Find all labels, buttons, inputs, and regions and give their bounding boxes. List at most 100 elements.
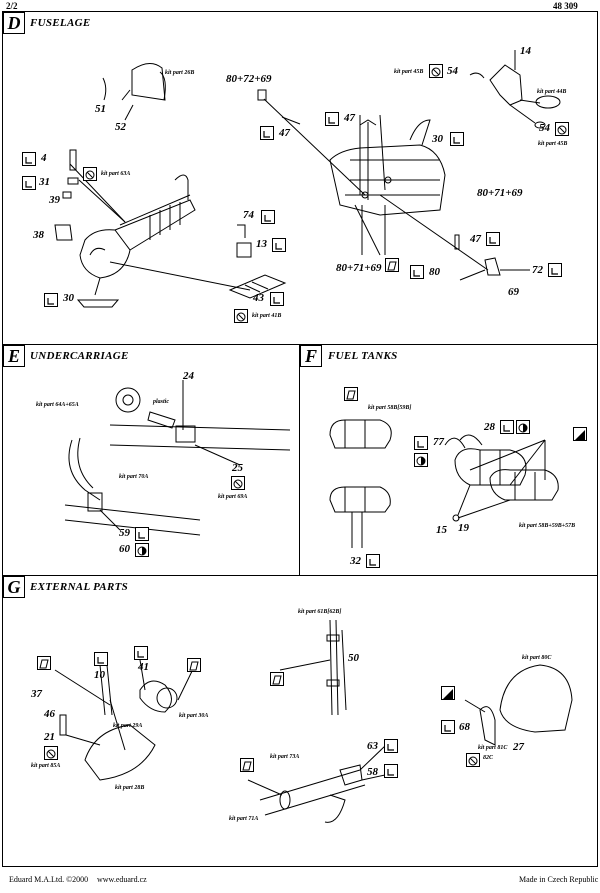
kit-part-label: kit part 29A <box>113 723 143 729</box>
acetate-film-icon <box>344 387 358 401</box>
kit-part-label: 82C <box>483 755 494 761</box>
bend-arrow-icon <box>450 132 464 146</box>
bend-arrow-icon <box>500 420 514 434</box>
kit-part-label: kit part 64A+65A <box>36 402 79 408</box>
page-number: 2/2 <box>6 1 18 11</box>
part-number: 47 <box>470 233 481 245</box>
part-number: 74 <box>243 209 254 221</box>
bend-arrow-icon <box>135 527 149 541</box>
section-e-letter: E <box>3 345 25 367</box>
part-number: 80+71+69 <box>477 187 523 199</box>
part-number: 80 <box>429 266 440 278</box>
kit-part-label: kit part 45B <box>394 69 424 75</box>
kit-part-label: kit part 30A <box>179 713 209 719</box>
part-number: 43 <box>253 292 264 304</box>
part-number: 30 <box>432 133 443 145</box>
shaded-triangle-icon <box>573 427 587 441</box>
bend-arrow-icon <box>366 554 380 568</box>
part-number: 72 <box>532 264 543 276</box>
part-number: 38 <box>33 229 44 241</box>
section-f-title: FUEL TANKS <box>328 350 398 362</box>
kit-part-label: kit part 58B+59B+57B <box>519 523 576 529</box>
kit-part-label: kit part 73A <box>270 754 300 760</box>
part-number: 77 <box>433 436 444 448</box>
part-number: 4 <box>41 152 47 164</box>
part-number: 50 <box>348 652 359 664</box>
section-g-frame <box>2 575 598 867</box>
part-number: 68 <box>459 721 470 733</box>
acetate-film-icon <box>187 658 201 672</box>
remove-plastic-icon <box>231 476 245 490</box>
part-number: 80+72+69 <box>226 73 272 85</box>
part-number: 19 <box>458 522 469 534</box>
kit-part-label: kit part 58B[59B] <box>368 405 412 411</box>
kit-part-label: kit part 61B[62B] <box>298 609 342 615</box>
kit-part-label: kit part 41B <box>252 313 282 319</box>
remove-plastic-icon <box>429 64 443 78</box>
footer-made-in: Made in Czech Republic <box>519 875 599 884</box>
kit-part-label: kit part 26B <box>165 70 195 76</box>
remove-plastic-icon <box>44 746 58 760</box>
section-g-title: EXTERNAL PARTS <box>30 581 129 593</box>
remove-plastic-icon <box>466 753 480 767</box>
bend-arrow-icon <box>486 232 500 246</box>
part-number: 51 <box>95 103 106 115</box>
part-number: 30 <box>63 292 74 304</box>
part-number: 47 <box>279 127 290 139</box>
part-number: 25 <box>232 462 243 474</box>
part-number: 10 <box>94 669 105 681</box>
remove-plastic-icon <box>555 122 569 136</box>
kit-part-label: kit part 80C <box>522 655 552 661</box>
shaded-triangle-icon <box>441 686 455 700</box>
paint-half-circle-icon <box>414 453 428 467</box>
part-number: 28 <box>484 421 495 433</box>
bend-arrow-icon <box>134 646 148 660</box>
part-number: 27 <box>513 741 524 753</box>
kit-part-label: kit part 85A <box>31 763 61 769</box>
footer-company: Eduard M.A.Ltd. ©2000 <box>9 875 89 884</box>
bend-arrow-icon <box>261 210 275 224</box>
section-d-title: FUSELAGE <box>30 17 91 29</box>
part-number: 37 <box>31 688 42 700</box>
bend-arrow-icon <box>325 112 339 126</box>
part-number: 46 <box>44 708 55 720</box>
kit-part-label: kit part 69A <box>218 494 248 500</box>
bend-arrow-icon <box>548 263 562 277</box>
bend-arrow-icon <box>44 293 58 307</box>
section-d-letter: D <box>3 12 25 34</box>
kit-part-label: kit part 70A <box>119 474 149 480</box>
part-number: 15 <box>436 524 447 536</box>
bend-arrow-icon <box>441 720 455 734</box>
acetate-film-icon <box>240 758 254 772</box>
acetate-film-icon <box>37 656 51 670</box>
part-number: 47 <box>344 112 355 124</box>
part-number: 41 <box>138 661 149 673</box>
kit-part-label: kit part 45B <box>538 141 568 147</box>
acetate-film-icon <box>270 672 284 686</box>
kit-part-label: kit part 28B <box>115 785 145 791</box>
part-number: 58 <box>367 766 378 778</box>
bend-arrow-icon <box>94 652 108 666</box>
material-label: plastic <box>153 399 169 405</box>
part-number: 80+71+69 <box>336 262 382 274</box>
bend-arrow-icon <box>384 764 398 778</box>
windscreen-frame <box>102 77 107 101</box>
part-number: 60 <box>119 543 130 555</box>
part-number: 52 <box>115 121 126 133</box>
bend-arrow-icon <box>22 176 36 190</box>
section-f-letter: F <box>300 345 322 367</box>
part-number: 54 <box>447 65 458 77</box>
kit-part-label: kit part 63A <box>101 171 131 177</box>
part-number: 31 <box>39 176 50 188</box>
kit-part-label: kit part 71A <box>229 816 259 822</box>
paint-half-circle-icon <box>135 543 149 557</box>
paint-half-circle-icon <box>516 420 530 434</box>
bend-arrow-icon <box>270 292 284 306</box>
remove-plastic-icon <box>234 309 248 323</box>
section-e-title: UNDERCARRIAGE <box>30 350 129 362</box>
footer-website[interactable]: www.eduard.cz <box>97 875 147 884</box>
bend-arrow-icon <box>22 152 36 166</box>
part-number: 63 <box>367 740 378 752</box>
bend-arrow-icon <box>260 126 274 140</box>
